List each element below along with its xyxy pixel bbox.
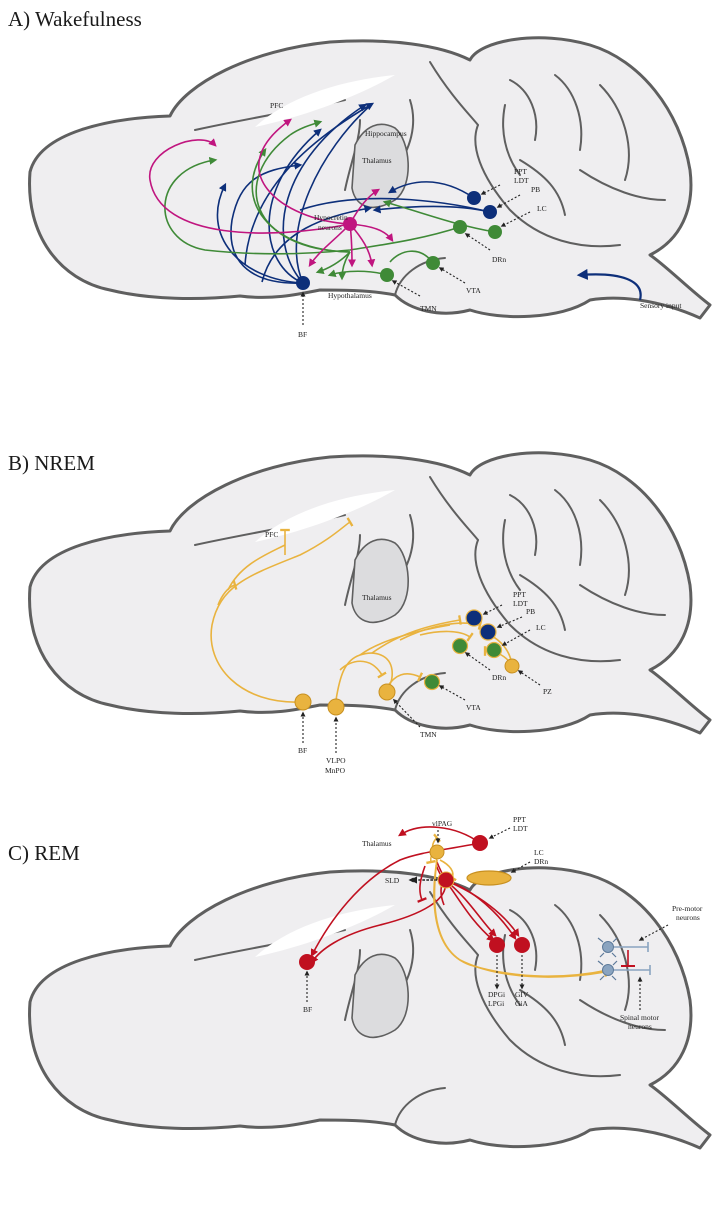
drn-node-a xyxy=(453,220,467,234)
bf-label-b: BF xyxy=(298,746,307,755)
hypocretin-label-a-1: Hypocretin xyxy=(314,213,348,222)
ppt-label-c: PPT xyxy=(513,815,526,824)
pfc-label-a: PFC xyxy=(270,101,283,110)
dpgi-label-c: DPGi xyxy=(488,990,505,999)
vta-label-b: VTA xyxy=(466,703,481,712)
ldt-node-b xyxy=(479,623,497,641)
ppt-label-a: PPT xyxy=(514,167,527,176)
lc-drn-node-c xyxy=(466,870,512,886)
wake-nuclei xyxy=(296,191,502,290)
panel-c-rem: Thalamus vlPAG PPT LDT LC DRn SLD BF DPG… xyxy=(30,815,710,1148)
panel-a-title: A) Wakefulness xyxy=(8,7,142,31)
ppt-node-b xyxy=(465,609,483,627)
pfc-label-b: PFC xyxy=(265,530,278,539)
sld-node-c xyxy=(437,871,455,889)
tmn-node-b xyxy=(378,683,396,701)
panel-c-title: C) REM xyxy=(8,841,80,865)
lc-label-c: LC xyxy=(534,848,544,857)
sld-label-c: SLD xyxy=(385,876,400,885)
lc-label-a: LC xyxy=(537,204,547,213)
thalamus-label-c: Thalamus xyxy=(362,839,392,848)
drn-label-a: DRn xyxy=(492,255,506,264)
vlpo-label-b: VLPO xyxy=(326,756,346,765)
bf-label-c: BF xyxy=(303,1005,312,1014)
ldt-label-c: LDT xyxy=(513,824,528,833)
pz-node-b xyxy=(504,658,520,674)
lc-node-a xyxy=(488,225,502,239)
hypothalamus-label-a: Hypothalamus xyxy=(328,291,372,300)
panel-a-wakefulness: PFC Hippocampus Thalamus Hypocretin neur… xyxy=(30,38,710,339)
drn-label-b: DRn xyxy=(492,673,506,682)
wake-projections xyxy=(149,102,642,301)
nrem-pointers xyxy=(300,604,541,753)
vlpo-node-b xyxy=(327,698,345,716)
lpgi-label-c: LPGi xyxy=(488,999,504,1008)
ppt-label-b: PPT xyxy=(513,590,526,599)
ldt-label-a: LDT xyxy=(514,176,529,185)
spinal-label-c-1: Spinal motor xyxy=(620,1013,659,1022)
hypocretin-label-a-2: neurons xyxy=(318,223,342,232)
drn-label-c: DRn xyxy=(534,857,548,866)
pb-label-a: PB xyxy=(531,185,540,194)
rem-nuclei xyxy=(299,835,530,970)
ldt-label-b: LDT xyxy=(513,599,528,608)
premotor-label-c-1: Pre-motor xyxy=(672,904,703,913)
thalamus-label-a: Thalamus xyxy=(362,156,392,165)
thalamus-label-b: Thalamus xyxy=(362,593,392,602)
dpgi-node-c xyxy=(489,937,505,953)
rem-motor-neurons xyxy=(597,937,651,981)
giv-node-c xyxy=(514,937,530,953)
nrem-nuclei xyxy=(294,609,520,716)
hippocampus-label-a: Hippocampus xyxy=(365,129,407,138)
panel-b-title: B) NREM xyxy=(8,451,95,475)
premotor-label-c-2: neurons xyxy=(676,913,700,922)
vta-node-b xyxy=(423,673,441,691)
ldt-node-a xyxy=(483,205,497,219)
panel-b-nrem: PFC Thalamus PPT LDT PB LC DRn PZ VTA TM… xyxy=(30,453,710,775)
spinal-motor-neuron-icon xyxy=(597,960,651,981)
gia-label-c: GiA xyxy=(515,999,529,1008)
hypocretin-node-a xyxy=(343,217,357,231)
vta-label-a: VTA xyxy=(466,286,481,295)
pz-label-b: PZ xyxy=(543,687,552,696)
bf-node-b xyxy=(294,693,312,711)
ppt-ldt-node-c xyxy=(472,835,488,851)
vlpag-node-c xyxy=(429,844,445,860)
ppt-node-a xyxy=(467,191,481,205)
wake-pointers xyxy=(300,184,531,325)
spinal-label-c-2: neurons xyxy=(628,1022,652,1031)
tmn-node-a xyxy=(380,268,394,282)
tmn-label-a: TMN xyxy=(420,304,437,313)
brain-outline-c xyxy=(30,868,710,1148)
lc-node-b xyxy=(485,641,503,659)
bf-label-a: BF xyxy=(298,330,307,339)
premotor-neuron-icon xyxy=(597,937,649,958)
mnpo-label-b: MnPO xyxy=(325,766,346,775)
lc-label-b: LC xyxy=(536,623,546,632)
bf-node-c xyxy=(299,954,315,970)
bf-node-a xyxy=(296,276,310,290)
pb-label-b: PB xyxy=(526,607,535,616)
drn-node-b xyxy=(451,637,469,655)
vlpag-label-c: vlPAG xyxy=(432,819,453,828)
sensory-input-label: Sensory input xyxy=(640,301,682,310)
tmn-label-b: TMN xyxy=(420,730,437,739)
vta-node-a xyxy=(426,256,440,270)
rem-pointers xyxy=(304,827,669,1010)
giv-label-c: GIV xyxy=(515,990,529,999)
